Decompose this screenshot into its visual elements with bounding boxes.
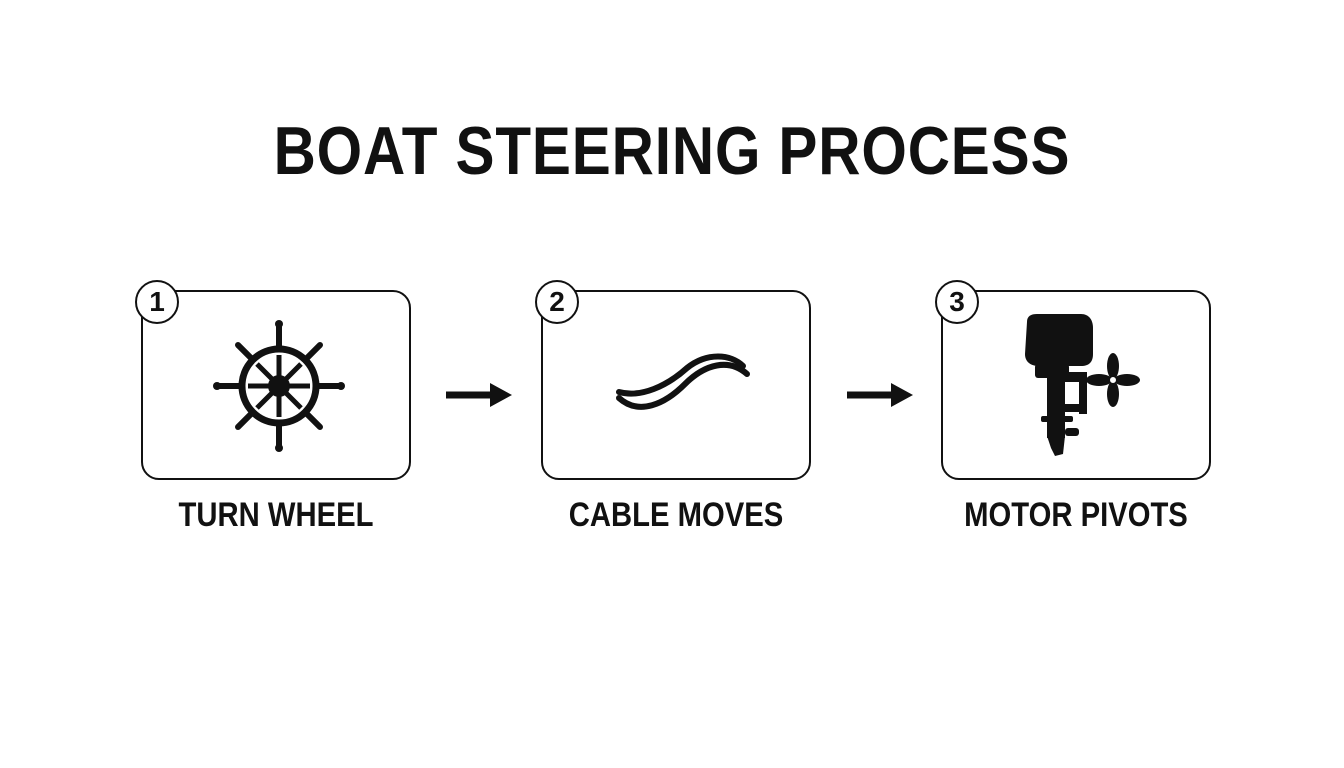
- arrow-right-icon: [847, 383, 913, 407]
- step-motor-pivots: 3: [935, 280, 1211, 534]
- outboard-motor-icon: [1025, 314, 1140, 456]
- ship-wheel-icon: [213, 320, 345, 452]
- step-box: 3: [935, 280, 1211, 480]
- step-box: 2: [535, 280, 811, 480]
- step-number-badge: 1: [135, 280, 179, 324]
- step-turn-wheel: 1: [135, 280, 411, 534]
- step-label: TURN WHEEL: [178, 496, 374, 534]
- step-number-badge: 3: [935, 280, 979, 324]
- step-label: CABLE MOVES: [568, 496, 784, 534]
- cable-wave-icon: [616, 353, 750, 410]
- step-cable-moves: 2 CABLE MOVES: [535, 280, 811, 534]
- step-number-badge: 2: [535, 280, 579, 324]
- diagram-title: BOAT STEERING PROCESS: [273, 113, 1071, 189]
- arrow-right-icon: [446, 383, 512, 407]
- step-box: 1: [135, 280, 411, 480]
- step-label: MOTOR PIVOTS: [964, 496, 1188, 534]
